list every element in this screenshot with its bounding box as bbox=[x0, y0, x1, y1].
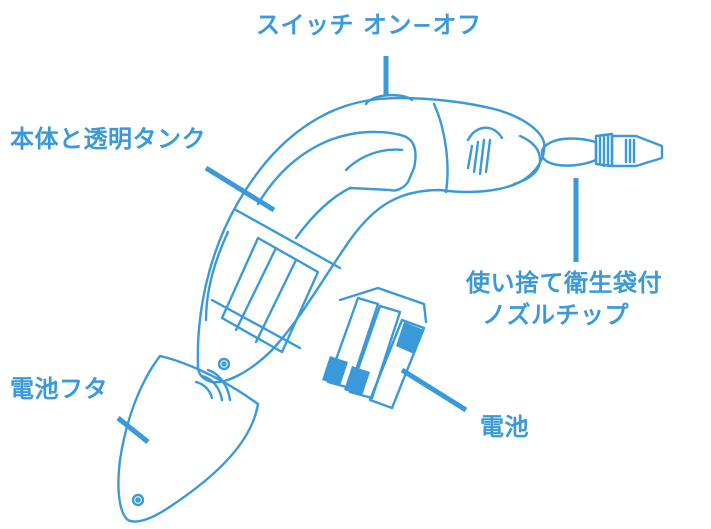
battery-terminal-2 bbox=[344, 366, 370, 396]
nozzle-housing-seam bbox=[432, 102, 449, 194]
device-outline bbox=[117, 56, 664, 523]
callout-lines bbox=[116, 165, 579, 444]
grip-lines bbox=[466, 138, 492, 176]
battery-terminal-3 bbox=[396, 322, 424, 354]
tank-window bbox=[256, 130, 417, 240]
battery-section bbox=[204, 208, 342, 350]
callout-body bbox=[204, 165, 276, 213]
nozzle-housing-tip bbox=[512, 134, 542, 186]
label-nozzle-line1: 使い捨て衛生袋付 bbox=[466, 269, 662, 297]
main-body bbox=[196, 96, 546, 384]
grip-arc bbox=[466, 126, 504, 142]
cover-screw bbox=[131, 493, 145, 507]
tank-window-inner bbox=[344, 148, 404, 172]
cover-grip-arcs bbox=[194, 368, 232, 402]
label-switch: スイッチ オン−オフ bbox=[256, 11, 482, 39]
nozzle-tip bbox=[540, 137, 598, 167]
battery-terminals bbox=[322, 322, 424, 396]
body-screw bbox=[217, 357, 231, 371]
callout-cover bbox=[116, 416, 150, 444]
battery-window bbox=[220, 236, 320, 354]
label-body: 本体と透明タンク bbox=[10, 125, 206, 153]
label-battery: 電池 bbox=[480, 413, 529, 441]
battery-terminal-1 bbox=[322, 356, 348, 386]
callout-battery bbox=[400, 367, 468, 413]
label-nozzle-line2: ノズルチップ bbox=[482, 301, 629, 329]
battery-3 bbox=[368, 318, 426, 410]
battery-cover bbox=[117, 354, 260, 523]
label-cover: 電池フタ bbox=[10, 375, 108, 403]
